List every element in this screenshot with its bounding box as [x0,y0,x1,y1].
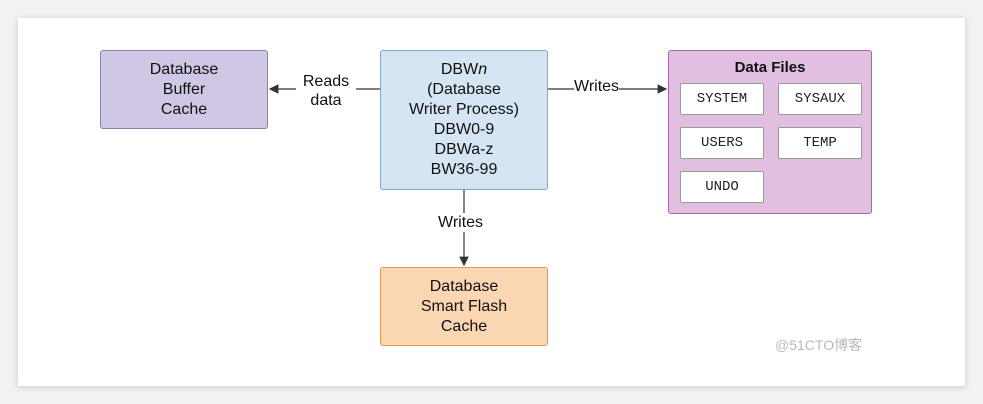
database-buffer-cache-box: Database Buffer Cache [100,50,268,129]
file-undo: UNDO [680,171,764,203]
dbwn-line-4: DBWa-z [434,141,494,158]
file-temp: TEMP [778,127,862,159]
watermark: @51CTO博客 [775,337,863,353]
buffer-cache-line-2: Buffer [162,80,206,98]
dbwn-title-prefix: DBW [440,61,479,78]
dbwn-title-italic: n [478,61,488,78]
dbwn-line-5: BW36-99 [430,161,498,178]
smart-flash-line-1: Database [429,277,499,295]
file-sysaux: SYSAUX [778,83,862,115]
writes-right-label: Writes [574,77,620,96]
file-users: USERS [680,127,764,159]
smart-flash-line-3: Cache [440,317,488,335]
writes-down-label: Writes [438,213,484,232]
dbwn-process-box: DBWn (Database Writer Process) DBW0-9 DB… [380,50,548,190]
smart-flash-line-2: Smart Flash [420,297,508,315]
dbwn-line-1: (Database [427,81,501,98]
buffer-cache-line-3: Cache [160,100,208,118]
reads-label-line-1: Reads [302,73,350,90]
dbwn-line-2: Writer Process) [409,101,519,118]
data-files-container: Data Files SYSTEM SYSAUX USERS TEMP UNDO [668,50,872,214]
database-smart-flash-cache-box: Database Smart Flash Cache [380,267,548,346]
reads-data-label: Reads data [296,72,356,110]
file-system: SYSTEM [680,83,764,115]
buffer-cache-line-1: Database [149,60,219,78]
dbwn-line-3: DBW0-9 [433,121,495,138]
dbwn-title: DBWn [409,60,519,80]
reads-label-line-2: data [310,92,342,109]
data-files-title: Data Files [734,59,806,76]
